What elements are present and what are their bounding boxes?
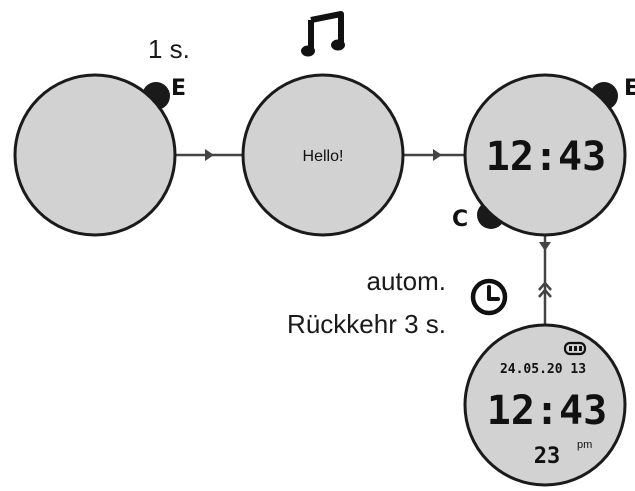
auto-return-note: autom. Rückkehr 3 s. (287, 266, 508, 339)
date-display: 24.05.20 13 (500, 362, 586, 377)
arrow-right-icon (205, 149, 214, 161)
watch-step-4: 24.05.20 13 12:43 23 pm (463, 323, 627, 487)
button-e-label: E (171, 76, 186, 101)
connector-2-3 (404, 149, 466, 161)
connector-1-2 (175, 149, 243, 161)
watch-face (463, 323, 627, 487)
auto-return-line1: autom. (367, 266, 447, 296)
watch-face (463, 73, 627, 237)
clock-icon (470, 278, 508, 316)
battery-icon (563, 341, 587, 356)
watch-face (241, 73, 405, 237)
time-display: 12:43 (486, 134, 606, 180)
greeting-text: Hello! (303, 148, 344, 165)
ampm-indicator: pm (577, 439, 592, 451)
watch-face (13, 73, 177, 237)
auto-return-line2: Rückkehr 3 s. (287, 309, 446, 339)
seconds-display: 23 (534, 444, 561, 469)
connector-3-4 (538, 235, 552, 335)
arrow-right-icon (433, 149, 442, 161)
button-c-label: C (452, 207, 468, 232)
watch-step-3: 12:43 E C (452, 73, 635, 237)
time-display: 12:43 (487, 388, 607, 434)
watch-step-2: Hello! (241, 11, 405, 237)
press-duration-label: 1 s. (148, 34, 190, 64)
chevron-up-icon (538, 281, 552, 291)
chevron-up-icon (538, 288, 552, 298)
watch-step-1: 1 s. E (13, 34, 190, 237)
music-note-icon (301, 11, 345, 57)
button-e-label: E (624, 76, 635, 101)
arrow-down-icon (539, 242, 551, 251)
